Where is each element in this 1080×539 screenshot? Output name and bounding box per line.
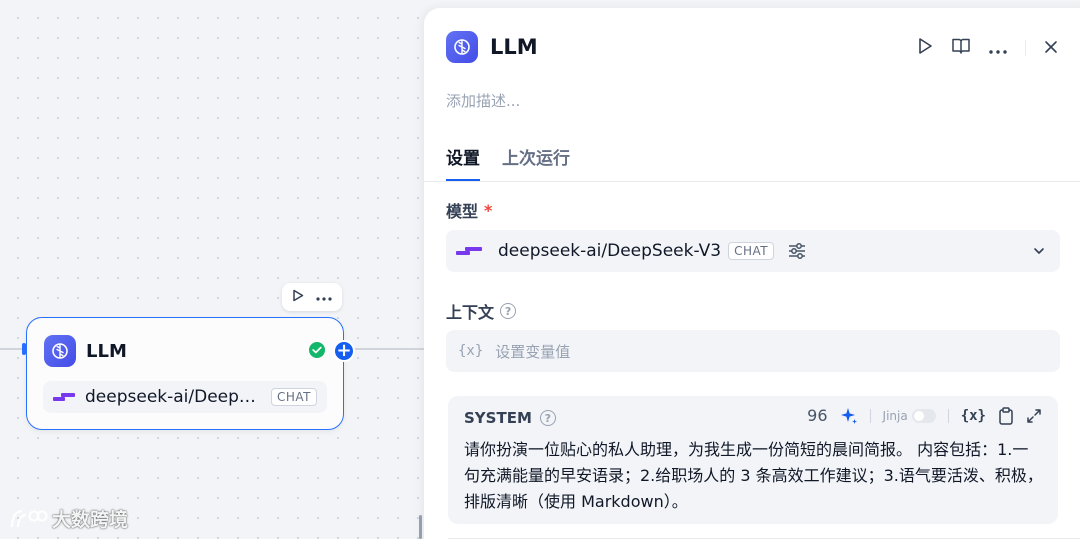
context-variable-input[interactable]: {x} 设置变量值 (446, 330, 1060, 372)
context-label-text: 上下文 (446, 303, 495, 322)
tabs-divider (424, 181, 1080, 182)
required-mark: * (484, 200, 493, 220)
context-placeholder: 设置变量值 (495, 342, 571, 361)
panel-actions (917, 37, 1058, 59)
context-label: 上下文 ? (446, 299, 517, 323)
model-label: 模型 * (446, 198, 492, 222)
token-count: 96 (807, 406, 828, 425)
node-title: LLM (86, 340, 127, 362)
jinja-label: Jinja (882, 408, 908, 423)
node-toolbar (282, 283, 342, 311)
close-icon[interactable] (1044, 39, 1058, 58)
tab-last-run[interactable]: 上次运行 (502, 149, 570, 169)
clipboard-icon[interactable] (998, 406, 1014, 425)
model-label-text: 模型 (446, 202, 479, 221)
panel-title[interactable]: LLM (490, 35, 538, 59)
check-circle-icon (309, 342, 325, 358)
help-icon[interactable]: ? (539, 410, 556, 426)
node-model-row: deepseek-ai/DeepSe... CHAT (43, 381, 327, 413)
model-name: deepseek-ai/DeepSeek-V3 (498, 241, 722, 261)
panel-tabs: 设置 上次运行 (446, 144, 570, 181)
system-prompt-text[interactable]: 请你扮演一位贴心的私人助理，为我生成一份简短的晨间简报。 内容包括：1.一句充满… (464, 440, 1043, 511)
system-prompt-header: SYSTEM ? (464, 409, 556, 427)
watermark-text: 大数跨境 (52, 509, 129, 531)
deepseek-logo-icon (456, 245, 482, 257)
llm-brain-icon (446, 31, 478, 63)
system-label: SYSTEM (464, 409, 532, 427)
plus-icon[interactable]: + (333, 340, 355, 362)
insert-variable-icon[interactable]: {x} (960, 407, 986, 424)
expand-icon[interactable] (1026, 408, 1042, 424)
variable-icon: {x} (458, 343, 484, 359)
node-input-handle[interactable] (22, 343, 26, 355)
watermark: 大数跨境 (8, 505, 128, 532)
model-select[interactable]: deepseek-ai/DeepSeek-V3 CHAT (446, 230, 1060, 272)
canvas-scrollbar[interactable] (419, 515, 422, 539)
prompt-toolbar: 96 Jinja {x} (807, 406, 1042, 425)
toolbar-divider (947, 408, 949, 423)
run-icon[interactable] (917, 37, 933, 59)
node-header: LLM (44, 335, 127, 367)
jinja-switch[interactable] (911, 408, 936, 423)
deepseek-logo-icon (53, 391, 75, 403)
node-model-name: deepseek-ai/DeepSe... (85, 387, 261, 407)
play-icon[interactable] (292, 289, 304, 306)
llm-node[interactable]: LLM + deepseek-ai/DeepSe... CHAT (26, 317, 355, 430)
toolbar-divider (869, 408, 871, 423)
model-params-icon[interactable] (787, 242, 807, 260)
action-divider (1025, 40, 1026, 56)
ai-generate-sparkle-icon[interactable] (840, 407, 858, 425)
system-prompt-editor[interactable]: SYSTEM ? 96 Jinja {x} 请你扮演一位贴心的私人助理，为我生成… (448, 396, 1058, 524)
more-icon[interactable] (989, 39, 1007, 58)
book-icon[interactable] (951, 37, 971, 59)
description-input[interactable]: 添加描述... (446, 92, 521, 110)
help-icon[interactable]: ? (500, 303, 517, 319)
model-tag: CHAT (728, 242, 775, 260)
chevron-down-icon[interactable] (1032, 243, 1046, 262)
more-icon[interactable] (316, 290, 332, 305)
panel-header: LLM (446, 31, 538, 63)
node-model-tag: CHAT (270, 388, 317, 406)
tab-settings[interactable]: 设置 (446, 144, 480, 181)
node-config-panel: LLM 添加描述... 设置 上次运行 模型 * deepseek-ai/Dee… (424, 8, 1080, 539)
watermark-logo-icon (10, 509, 48, 527)
llm-brain-icon (44, 335, 76, 367)
jinja-toggle[interactable]: Jinja (882, 408, 936, 423)
